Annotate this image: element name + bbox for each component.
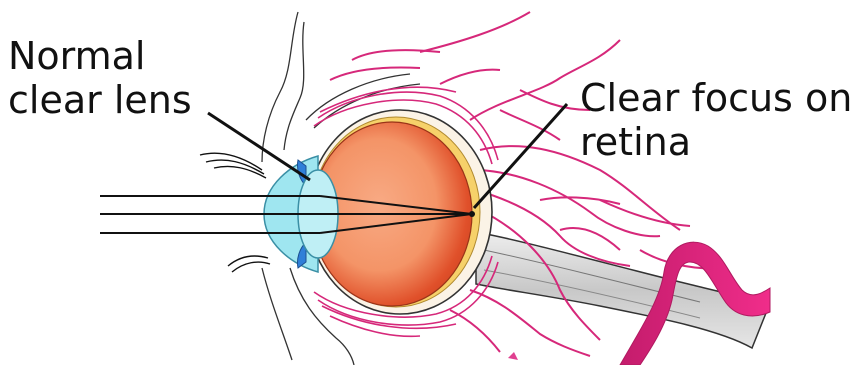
- focal-point: [469, 211, 475, 217]
- retina-focus-label-line2: retina: [580, 120, 852, 164]
- retina-focus-label-line1: Clear focus on: [580, 76, 852, 120]
- eyelash-icon: [200, 153, 270, 272]
- normal-lens-label: Normal clear lens: [8, 34, 192, 122]
- retina-focus-label: Clear focus on retina: [580, 76, 852, 164]
- normal-lens-label-line1: Normal: [8, 34, 192, 78]
- vessel-fragment: [508, 352, 518, 360]
- normal-lens-label-line2: clear lens: [8, 78, 192, 122]
